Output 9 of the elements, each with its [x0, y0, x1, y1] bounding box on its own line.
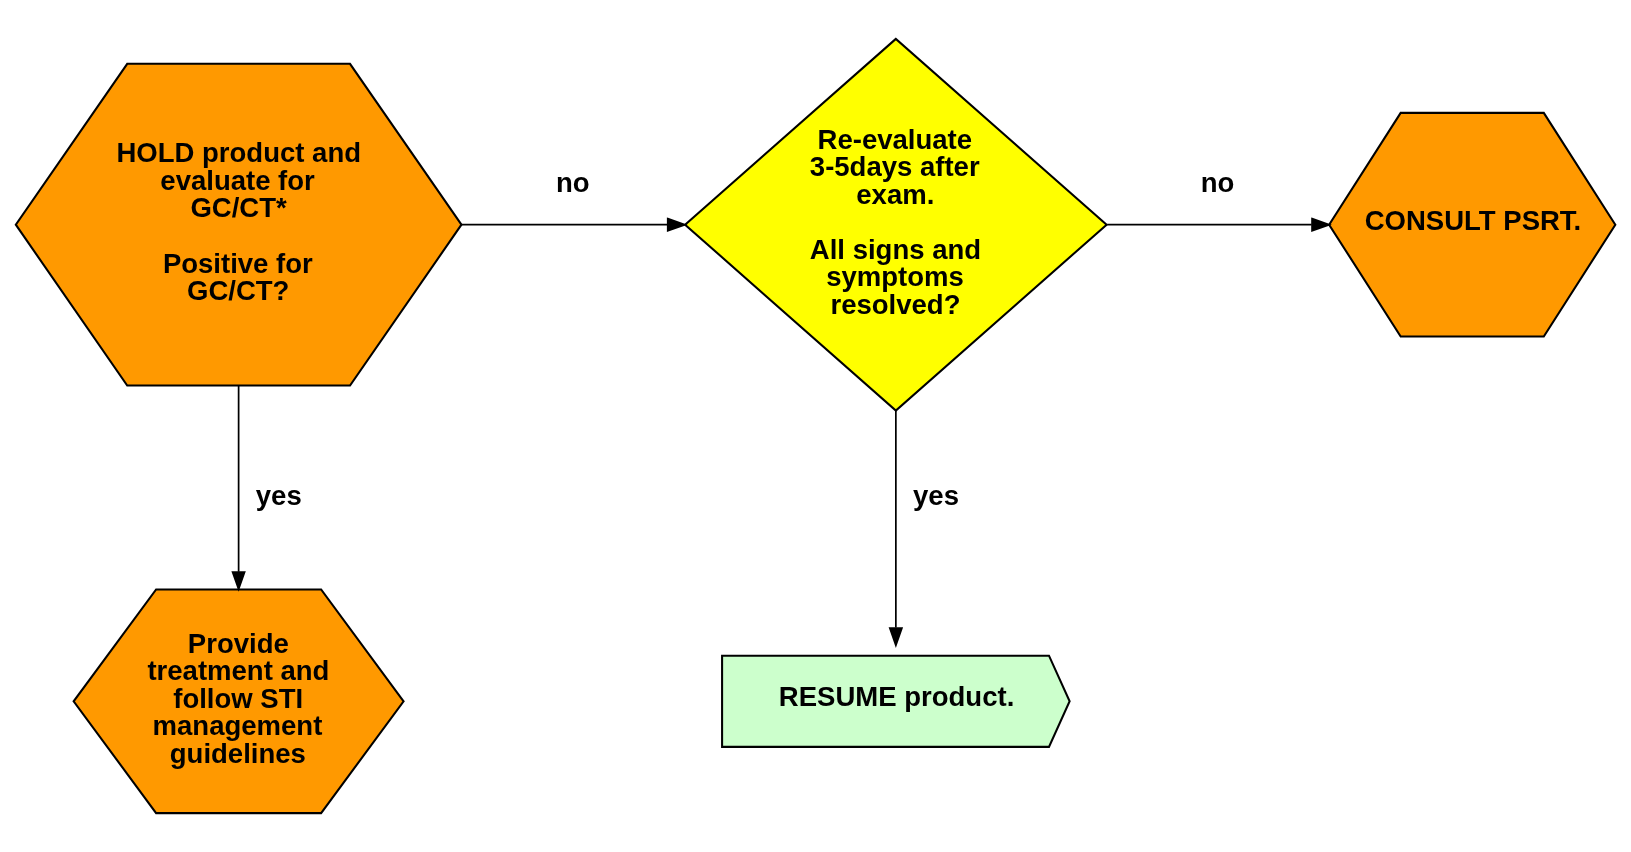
edge-label: yes	[255, 479, 302, 511]
arrow	[888, 409, 904, 648]
arrow	[231, 385, 246, 592]
edge-label: yes	[913, 479, 959, 511]
node-diamond: Re-evaluate 3-5days after exam. All signs and symptoms resolved?	[683, 37, 1109, 412]
edge-label: no	[1200, 166, 1235, 198]
arrow	[460, 217, 688, 232]
edge-label: no	[556, 166, 590, 198]
arrow	[1106, 217, 1332, 232]
